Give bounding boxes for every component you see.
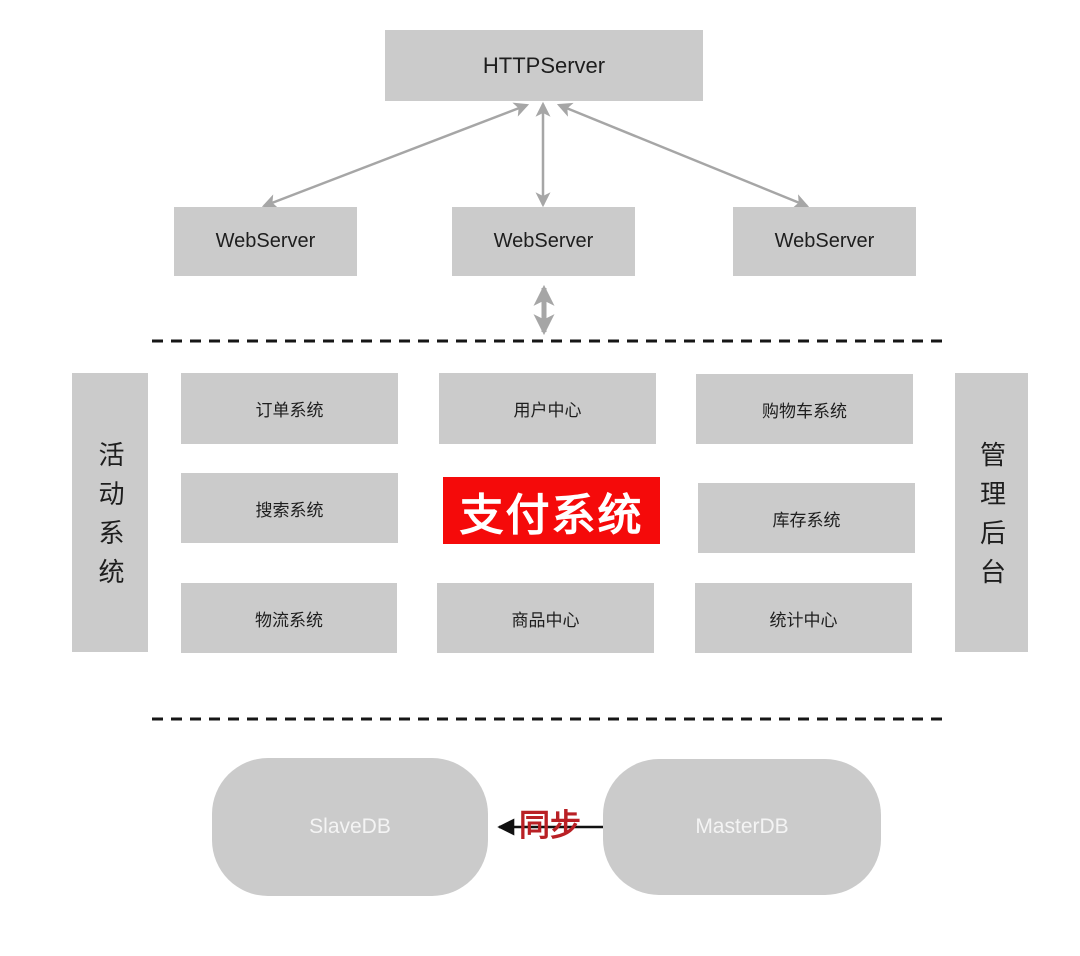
node-cart-system: 购物车系统 bbox=[696, 374, 913, 444]
node-payment-system-highlighted: 支付系统 bbox=[443, 477, 660, 544]
node-inventory-system: 库存系统 bbox=[698, 483, 915, 553]
node-slave-db: SlaveDB bbox=[212, 758, 488, 896]
panel-activity-system-label: 活动系统 bbox=[95, 441, 125, 597]
node-http-server: HTTPServer bbox=[385, 30, 703, 101]
node-payment-system-label: 支付系统 bbox=[459, 490, 644, 540]
node-inventory-system-label: 库存系统 bbox=[772, 510, 841, 530]
node-stats-center-label: 统计中心 bbox=[769, 610, 838, 630]
node-web-server-2-label: WebServer bbox=[493, 230, 594, 252]
node-product-center-label: 商品中心 bbox=[511, 610, 580, 630]
panel-admin-backend: 管理后台 bbox=[955, 373, 1028, 652]
node-search-system: 搜索系统 bbox=[181, 473, 398, 543]
node-order-system-label: 订单系统 bbox=[255, 401, 324, 420]
panel-activity-system: 活动系统 bbox=[72, 373, 148, 652]
node-order-system: 订单系统 bbox=[181, 373, 398, 444]
node-web-server-1-label: WebServer bbox=[215, 230, 316, 252]
node-logistics-system: 物流系统 bbox=[181, 583, 397, 653]
node-user-center-label: 用户中心 bbox=[513, 401, 582, 420]
node-product-center: 商品中心 bbox=[437, 583, 654, 653]
node-http-server-label: HTTPServer bbox=[482, 52, 606, 78]
panel-admin-backend-label: 管理后台 bbox=[976, 441, 1007, 597]
node-web-server-2: WebServer bbox=[452, 207, 635, 276]
node-master-db-label: MasterDB bbox=[695, 815, 789, 838]
arrow-http-web-right bbox=[556, 102, 810, 209]
node-logistics-system-label: 物流系统 bbox=[255, 610, 323, 630]
node-search-system-label: 搜索系统 bbox=[255, 500, 324, 520]
sync-arrow-label: 同步 bbox=[519, 808, 581, 843]
node-web-server-3: WebServer bbox=[733, 207, 916, 276]
node-slave-db-label: SlaveDB bbox=[309, 815, 391, 838]
node-web-server-3-label: WebServer bbox=[774, 230, 875, 252]
node-web-server-1: WebServer bbox=[174, 207, 357, 276]
node-master-db: MasterDB bbox=[603, 759, 881, 895]
node-stats-center: 统计中心 bbox=[695, 583, 912, 653]
arrow-http-web-left bbox=[261, 102, 530, 209]
node-user-center: 用户中心 bbox=[439, 373, 656, 444]
node-cart-system-label: 购物车系统 bbox=[762, 401, 847, 421]
